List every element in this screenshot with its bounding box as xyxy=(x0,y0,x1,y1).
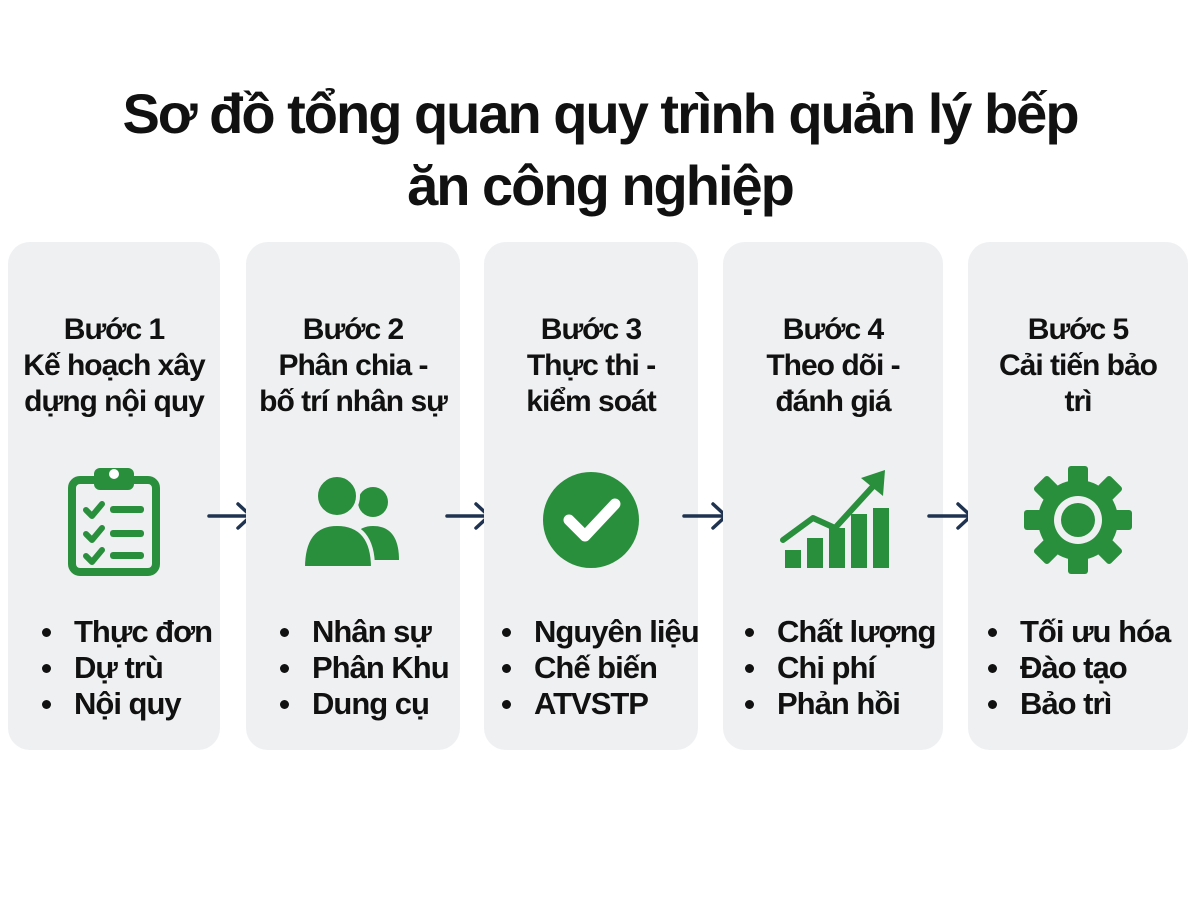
check-circle-icon xyxy=(531,460,651,580)
list-item: Chất lượng xyxy=(745,614,936,650)
step-title-line: Kế hoạch xây xyxy=(23,349,205,382)
list-item: Bảo trì xyxy=(988,686,1170,722)
list-item: Đào tạo xyxy=(988,650,1170,686)
clipboard-checklist-icon xyxy=(54,460,174,580)
step-number: Bước 2 xyxy=(302,313,404,346)
title-line-1: Sơ đồ tổng quan quy trình quản lý bếp xyxy=(122,82,1079,145)
list-item: ATVSTP xyxy=(502,686,699,722)
diagram-title: Sơ đồ tổng quan quy trình quản lý bếp ăn… xyxy=(0,78,1200,222)
step-card-5: Bước 5 Cải tiến bảo trì Tối ưu hóa Đào t… xyxy=(968,242,1188,750)
step-card-2: Bước 2 Phân chia - bố trí nhân sự Nhân s… xyxy=(246,242,460,750)
step-title-line: Cải tiến bảo xyxy=(998,349,1158,382)
step-items: Chất lượng Chi phí Phản hồi xyxy=(745,614,936,722)
title-line-2: ăn công nghiệp xyxy=(407,154,795,217)
step-heading: Bước 1 Kế hoạch xây dựng nội quy xyxy=(8,312,220,420)
list-item: Thực đơn xyxy=(42,614,213,650)
people-group-icon xyxy=(293,460,413,580)
step-number: Bước 1 xyxy=(63,313,165,346)
step-number: Bước 4 xyxy=(782,313,884,346)
step-card-3: Bước 3 Thực thi - kiểm soát Nguyên liệu … xyxy=(484,242,700,750)
list-item: Phân Khu xyxy=(280,650,450,686)
step-title-line: Theo dõi - xyxy=(766,349,900,382)
growth-chart-icon xyxy=(773,460,893,580)
step-items: Nhân sự Phân Khu Dung cụ xyxy=(280,614,450,722)
step-title-line: Phân chia - xyxy=(278,349,428,382)
step-heading: Bước 2 Phân chia - bố trí nhân sự xyxy=(246,312,460,420)
step-items: Thực đơn Dự trù Nội quy xyxy=(42,614,213,722)
step-items: Nguyên liệu Chế biến ATVSTP xyxy=(502,614,700,722)
list-item: Dự trù xyxy=(42,650,212,686)
list-item: Phản hồi xyxy=(745,686,935,722)
step-title-line: trì xyxy=(1064,385,1093,418)
list-item: Chi phí xyxy=(745,650,935,686)
list-item: Nội quy xyxy=(42,686,212,722)
list-item: Nguyên liệu xyxy=(502,614,700,650)
step-heading: Bước 3 Thực thi - kiểm soát xyxy=(484,312,698,420)
step-title-line: đánh giá xyxy=(775,385,891,418)
step-items: Tối ưu hóa Đào tạo Bảo trì xyxy=(988,614,1171,722)
gear-icon xyxy=(1018,460,1138,580)
step-card-1: Bước 1 Kế hoạch xây dựng nội quy Thực đơ… xyxy=(8,242,220,750)
step-number: Bước 5 xyxy=(1027,313,1129,346)
step-title-line: Thực thi - xyxy=(526,349,656,382)
list-item: Chế biến xyxy=(502,650,699,686)
step-heading: Bước 5 Cải tiến bảo trì xyxy=(968,312,1188,420)
step-title-line: kiểm soát xyxy=(526,385,656,418)
step-card-4: Bước 4 Theo dõi - đánh giá Chất lượng Ch… xyxy=(723,242,943,750)
list-item: Dung cụ xyxy=(280,686,449,722)
step-title-line: dựng nội quy xyxy=(24,385,205,418)
list-item: Tối ưu hóa xyxy=(988,614,1171,650)
step-number: Bước 3 xyxy=(540,313,642,346)
list-item: Nhân sự xyxy=(280,614,449,650)
step-heading: Bước 4 Theo dõi - đánh giá xyxy=(723,312,943,420)
step-title-line: bố trí nhân sự xyxy=(259,385,448,418)
